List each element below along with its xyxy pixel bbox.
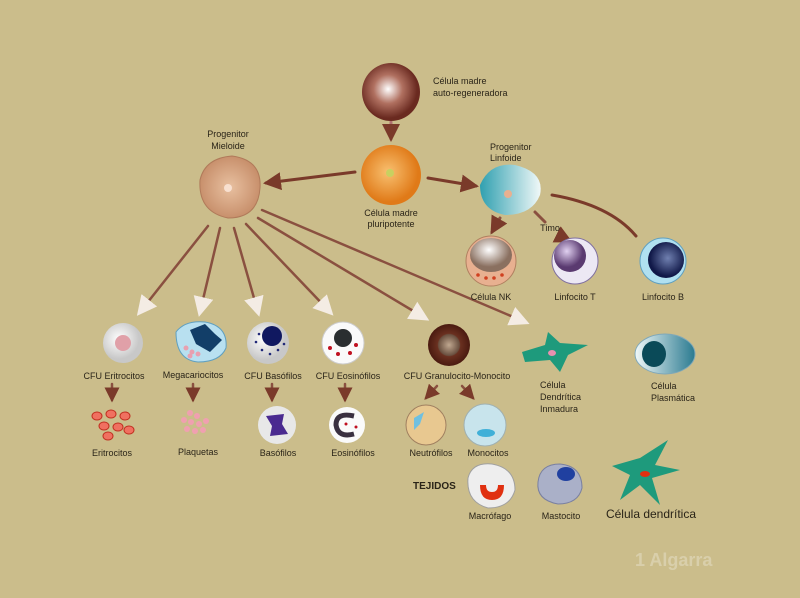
arrow-to-cfu-basophils xyxy=(232,226,264,317)
stem-self-renewing-cell xyxy=(362,63,420,121)
plasma-cell xyxy=(634,333,696,375)
arrow-to-cfu-erythrocytes xyxy=(136,224,210,316)
lymphoid-progenitor-label-line2: Linfoide xyxy=(490,153,522,163)
arrow-to-monocytes xyxy=(459,383,475,400)
mast-cell xyxy=(537,463,583,505)
erythrocytes-cells xyxy=(91,409,135,441)
eosinophils-label: Eosinófilos xyxy=(331,448,375,458)
mast-cell-label: Mastocito xyxy=(542,511,581,521)
cfu-gm-cell xyxy=(428,324,470,366)
macrophage-label: Macrófago xyxy=(469,511,512,521)
basophils-label: Basófilos xyxy=(260,448,297,458)
eosinophil-cell xyxy=(329,407,365,443)
stem-self-renewing-label-line1: Célula madre xyxy=(433,76,487,86)
megakaryocyte-cell xyxy=(175,321,227,363)
cfu-eosinophil-cell xyxy=(321,321,365,365)
immature-dendritic-label-line3: Inmadura xyxy=(540,404,578,414)
megakaryocytes-label: Megacariocitos xyxy=(163,370,224,380)
stem-pluripotent-label-line2: pluripotente xyxy=(367,219,414,229)
immature-dendritic-label-line2: Dendrítica xyxy=(540,392,581,402)
arrow-to-cfu-eosinophils xyxy=(244,222,334,316)
cfu-erythrocytes-label: CFU Eritrocitos xyxy=(83,371,145,381)
myeloid-progenitor-label-line1: Progenitor xyxy=(207,129,249,139)
immature-dendritic-label-line1: Célula xyxy=(540,380,566,390)
stem-self-renewing-label-line2: auto-regeneradora xyxy=(433,88,508,98)
immature-dendritic-cell xyxy=(522,332,588,372)
b-lymphocyte-cell xyxy=(639,237,687,285)
macrophage-cell xyxy=(467,463,516,509)
arrow-to-nk xyxy=(490,214,508,235)
myeloid-progenitor-label-line2: Mieloide xyxy=(211,141,245,151)
tissues-heading: TEJIDOS xyxy=(413,481,456,492)
lymphoid-progenitor-cell xyxy=(480,164,541,215)
arrow-to-myeloid xyxy=(263,170,357,191)
thymus-label: Timo xyxy=(540,223,560,233)
cfu-eosinophils-label: CFU Eosinófilos xyxy=(316,371,381,381)
platelets-cells xyxy=(181,410,209,434)
author-watermark: 1 Algarra xyxy=(635,550,713,570)
neutrophil-cell xyxy=(405,404,447,446)
t-lymphocyte-cell xyxy=(551,237,599,285)
platelets-label: Plaquetas xyxy=(178,447,219,457)
arrow-to-b xyxy=(550,193,638,238)
basophil-cell xyxy=(258,406,296,444)
labels: Célula madre auto-regeneradora Célula ma… xyxy=(83,76,713,570)
arrow-to-megakaryocytes xyxy=(193,226,222,317)
arrows xyxy=(104,120,638,403)
stem-pluripotent-label-line1: Célula madre xyxy=(364,208,418,218)
monocyte-cell xyxy=(463,403,507,447)
stem-pluripotent-cell xyxy=(361,145,421,205)
arrow-to-lymphoid xyxy=(426,174,479,193)
arrow-to-cfu-gm xyxy=(256,216,430,321)
arrow-to-thymus xyxy=(533,210,547,224)
myeloid-progenitor-cell xyxy=(199,155,261,219)
cfu-erythrocytes-cell xyxy=(103,323,143,363)
nk-cell xyxy=(465,235,517,287)
arrow-to-immature-dendritic xyxy=(260,208,530,326)
t-lymphocyte-label: Linfocito T xyxy=(554,292,596,302)
plasma-cell-label-line2: Plasmática xyxy=(651,393,695,403)
erythrocytes-label: Eritrocitos xyxy=(92,448,133,458)
dendritic-cell xyxy=(612,440,680,505)
neutrophils-label: Neutrófilos xyxy=(409,448,453,458)
monocytes-label: Monocitos xyxy=(467,448,509,458)
b-lymphocyte-label: Linfocito B xyxy=(642,292,684,302)
cfu-basophils-label: CFU Basófilos xyxy=(244,371,302,381)
cfu-basophil-cell xyxy=(247,322,289,364)
nk-cell-label: Célula NK xyxy=(471,292,512,302)
cfu-gm-label: CFU Granulocito-Monocito xyxy=(404,371,511,381)
plasma-cell-label-line1: Célula xyxy=(651,381,677,391)
dendritic-cell-label: Célula dendrítica xyxy=(606,507,696,521)
lymphoid-progenitor-label-line1: Progenitor xyxy=(490,142,532,152)
arrow-to-neutrophils xyxy=(424,383,440,400)
